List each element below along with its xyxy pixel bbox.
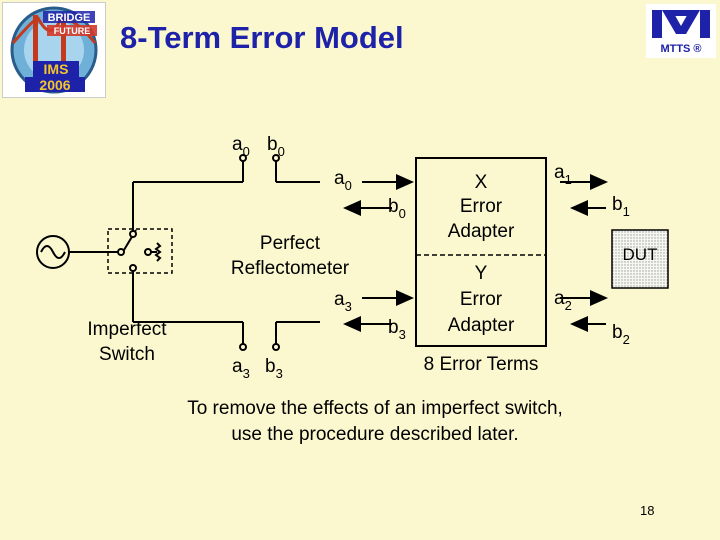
svg-text:a3: a3 bbox=[334, 289, 352, 314]
slide-caption: To remove the effects of an imperfect sw… bbox=[140, 396, 610, 448]
svg-text:a0: a0 bbox=[232, 134, 250, 159]
dut-label: DUT bbox=[623, 245, 658, 264]
error-adapter-box: X Error Adapter Y Error Adapter bbox=[415, 157, 547, 347]
top-port-probes bbox=[210, 154, 320, 183]
bottom-port-labels: a3 b3 bbox=[232, 356, 283, 381]
svg-text:b0: b0 bbox=[388, 196, 406, 221]
logo-text-future: FUTURE bbox=[54, 26, 91, 36]
svg-text:Imperfect: Imperfect bbox=[87, 319, 167, 340]
caption-line-1: To remove the effects of an imperfect sw… bbox=[187, 398, 563, 419]
ims-2006-logo: BRIDGE FUTURE IMS 2006 bbox=[2, 2, 106, 98]
x-adapter-line-1: X bbox=[475, 172, 488, 193]
right-wave-arrows bbox=[560, 174, 608, 332]
page-title: 8-Term Error Model bbox=[120, 20, 404, 55]
top-port-labels: a0 b0 bbox=[232, 134, 285, 159]
svg-text:b2: b2 bbox=[612, 322, 630, 347]
y-adapter-line-3: Adapter bbox=[448, 315, 515, 336]
left-wave-arrows bbox=[343, 174, 414, 332]
y-adapter-line-1: Y bbox=[475, 263, 488, 284]
y-adapter-line-2: Error bbox=[460, 289, 503, 310]
reflectometer-label: Perfect Reflectometer bbox=[231, 233, 350, 279]
svg-text:b3: b3 bbox=[265, 356, 283, 381]
svg-text:Reflectometer: Reflectometer bbox=[231, 258, 350, 279]
svg-text:a0: a0 bbox=[334, 168, 352, 193]
page-number: 18 bbox=[640, 503, 655, 518]
switch-label: Imperfect Switch bbox=[87, 319, 167, 365]
svg-text:a2: a2 bbox=[554, 288, 572, 313]
right-wave-labels: a1 b1 a2 b2 bbox=[554, 162, 630, 347]
logo-text-ims: IMS bbox=[44, 61, 69, 77]
bottom-port-probes bbox=[210, 321, 320, 351]
caption-line-2: use the procedure described later. bbox=[231, 424, 519, 445]
mtts-logo: MTTS ® bbox=[646, 4, 716, 58]
svg-text:b1: b1 bbox=[612, 194, 630, 219]
logo-text-year: 2006 bbox=[39, 77, 70, 93]
error-terms-label: 8 Error Terms bbox=[424, 354, 539, 375]
svg-text:b3: b3 bbox=[388, 317, 406, 342]
left-wave-labels: a0 b0 a3 b3 bbox=[334, 168, 406, 342]
svg-text:b0: b0 bbox=[267, 134, 285, 159]
svg-text:Switch: Switch bbox=[99, 344, 155, 365]
svg-text:Perfect: Perfect bbox=[260, 233, 321, 254]
svg-text:a1: a1 bbox=[554, 162, 572, 187]
imperfect-switch bbox=[107, 181, 210, 323]
x-adapter-line-2: Error bbox=[460, 196, 503, 217]
logo-text-bridge: BRIDGE bbox=[48, 12, 91, 24]
logo-text-mtts: MTTS ® bbox=[660, 43, 701, 55]
signal-source bbox=[36, 235, 108, 269]
x-adapter-line-3: Adapter bbox=[448, 221, 515, 242]
svg-text:a3: a3 bbox=[232, 356, 250, 381]
dut-box: DUT bbox=[611, 229, 669, 289]
